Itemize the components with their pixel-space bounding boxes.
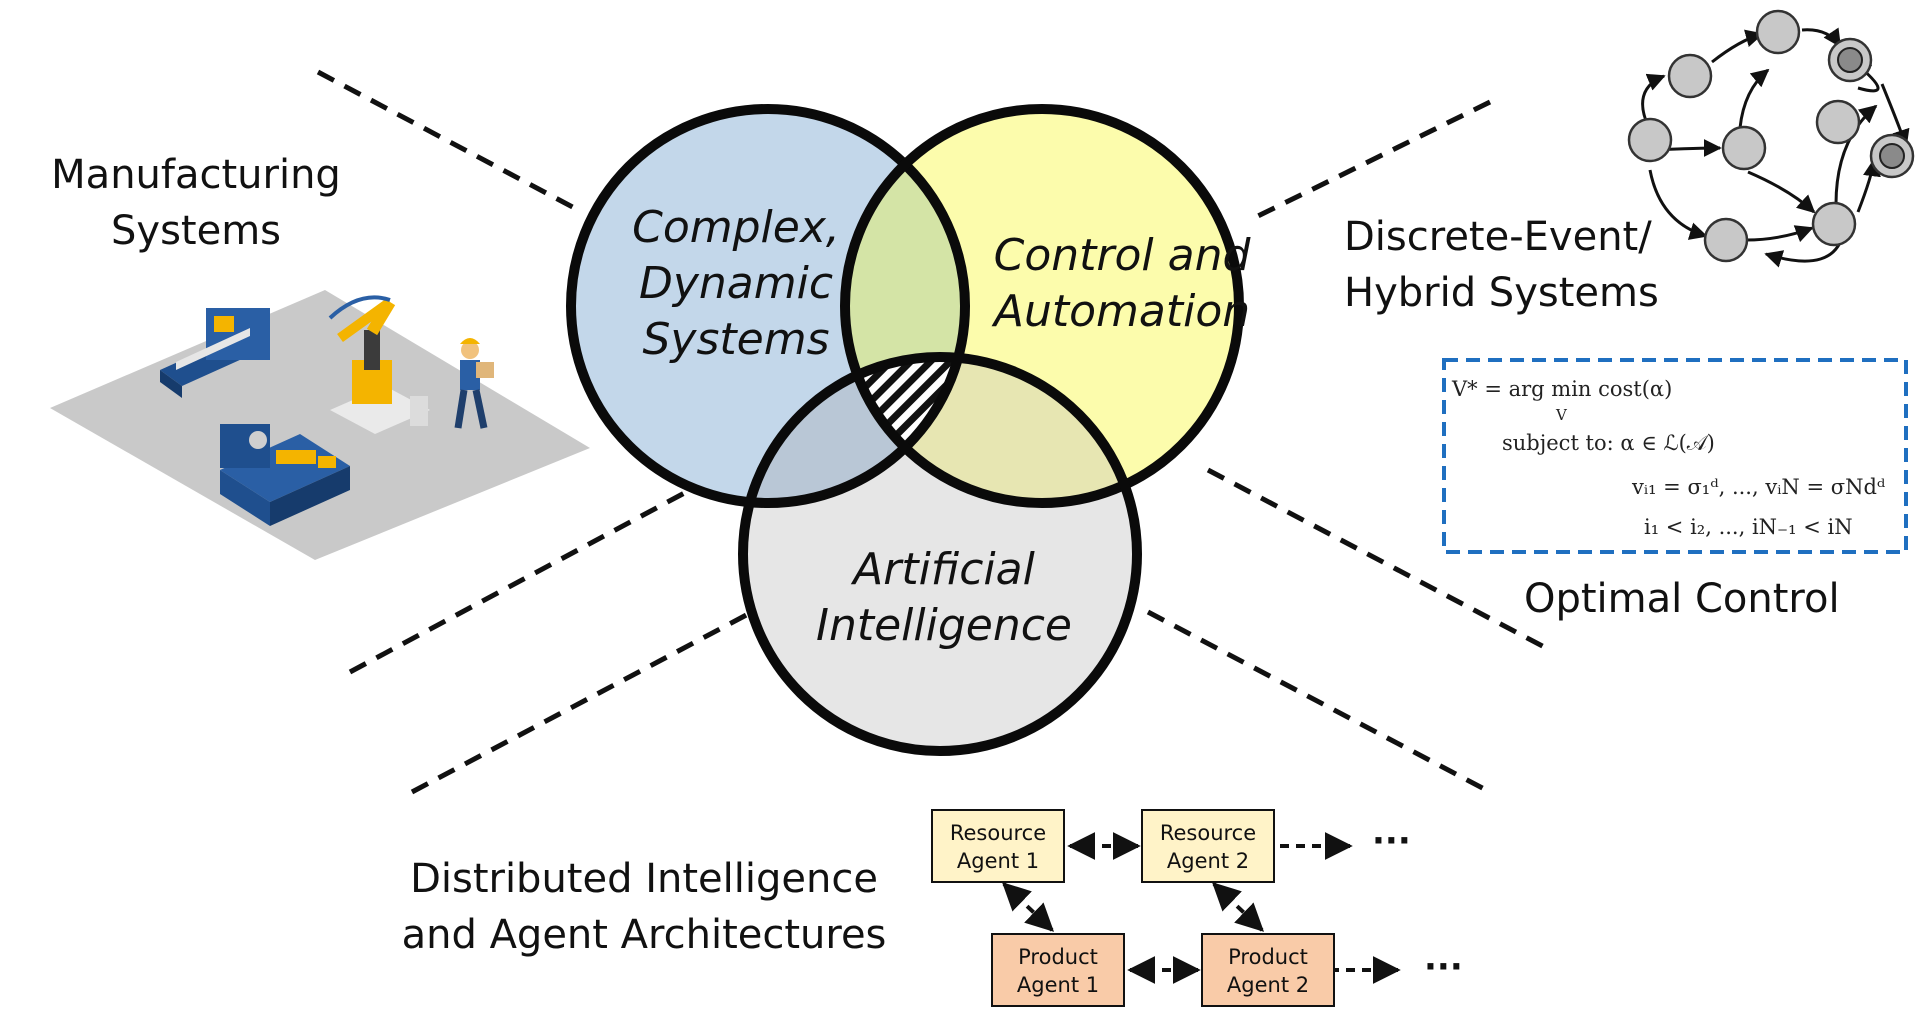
formula-line1: V* = arg min cost(α) <box>1451 377 1672 401</box>
label-optimal-control: Optimal Control <box>1524 576 1840 622</box>
factory-illustration <box>50 290 590 560</box>
resource-agent-1-line2: Agent 1 <box>957 849 1039 873</box>
label-manufacturing-line1: Manufacturing <box>51 152 341 198</box>
venn-complex-line1: Complex, <box>632 202 840 253</box>
state-node <box>1811 201 1857 247</box>
venn-ai-line2: Intelligence <box>816 600 1072 651</box>
edge <box>1738 68 1770 129</box>
product-agent-1-box <box>991 933 1125 1007</box>
venn-diagram: Complex, Dynamic Systems Control and Aut… <box>566 104 1252 756</box>
robot-arm-icon <box>328 295 430 434</box>
optimization-formula: V* = arg min cost(α) V subject to: α ∈ ℒ… <box>1442 358 1908 554</box>
label-discrete-line2: Hybrid Systems <box>1344 270 1659 316</box>
formula-box <box>1442 358 1908 554</box>
edge <box>1648 169 1708 240</box>
resource-agent-1-line1: Resource <box>950 821 1046 845</box>
spoke-low-right <box>1146 609 1492 795</box>
edge <box>1856 158 1881 213</box>
spoke-low-left <box>410 609 754 795</box>
resource-agent-2-box <box>1141 809 1275 883</box>
final-state-inner <box>1879 143 1905 169</box>
product-agent-1-line1: Product <box>1018 945 1098 969</box>
ellipsis-resource: ··· <box>1372 821 1411 861</box>
cnc-machine-icon <box>160 308 270 398</box>
state-node <box>1627 117 1673 163</box>
spoke-mid-left <box>348 487 692 675</box>
venn-control-line2: Automation <box>991 286 1250 337</box>
formula-line1-sub: V <box>1555 406 1568 424</box>
overlap-control-ai <box>845 357 1137 503</box>
spoke-top-right <box>1256 99 1492 219</box>
state-graph <box>1627 9 1915 268</box>
state-node <box>1721 125 1767 171</box>
ellipsis-product: ··· <box>1424 947 1463 987</box>
product-agent-1-line2: Agent 1 <box>1017 973 1099 997</box>
label-manufacturing-line2: Systems <box>111 208 281 254</box>
worker-icon <box>454 338 494 429</box>
spoke-top-left <box>316 69 584 215</box>
state-node <box>1667 53 1713 99</box>
edge <box>1801 27 1842 48</box>
overlap-complex-ai <box>743 357 965 503</box>
edge <box>1747 170 1816 214</box>
venn-complex-line3: Systems <box>643 314 830 365</box>
link-r1-p1 <box>1001 882 1055 932</box>
factory-floor <box>50 290 590 560</box>
formula-line4: i₁ < i₂, ..., iN₋₁ < iN <box>1644 515 1853 539</box>
ai-outline <box>738 352 1142 756</box>
edge <box>1834 104 1878 205</box>
formula-line2: subject to: α ∈ ℒ(𝒜) <box>1502 431 1715 455</box>
control-outline <box>840 104 1244 508</box>
resource-agent-2-line1: Resource <box>1160 821 1256 845</box>
edge <box>1745 225 1814 243</box>
link-r2-p2 <box>1211 882 1265 932</box>
label-distributed-line1: Distributed Intelligence <box>410 856 878 902</box>
product-agent-2-box <box>1201 933 1335 1007</box>
resource-agent-1-box <box>931 809 1065 883</box>
complex-outline <box>566 104 970 508</box>
edge <box>1711 29 1764 64</box>
label-distributed-line2: and Agent Architectures <box>402 912 887 958</box>
agent-architecture: Resource Agent 1 Resource Agent 2 Produc… <box>931 809 1463 1007</box>
final-state-inner <box>1837 47 1863 73</box>
lathe-machine-icon <box>220 424 350 526</box>
dashed-connectors <box>316 69 1552 795</box>
label-discrete-line1: Discrete-Event/ <box>1344 214 1652 260</box>
product-agent-2-line2: Agent 2 <box>1227 973 1309 997</box>
venn-ai-line1: Artificial <box>850 544 1035 595</box>
formula-line3: vᵢ₁ = σ₁ᵈ, ..., vᵢN = σNdᵈ <box>1631 475 1886 499</box>
resource-agent-2-line2: Agent 2 <box>1167 849 1249 873</box>
state-node <box>1703 217 1749 263</box>
spoke-mid-right <box>1206 467 1552 653</box>
state-node <box>1755 9 1801 55</box>
state-node <box>1815 99 1861 145</box>
product-agent-2-line1: Product <box>1228 945 1308 969</box>
venn-control-line1: Control and <box>994 230 1252 281</box>
venn-complex-line2: Dynamic <box>639 258 833 309</box>
